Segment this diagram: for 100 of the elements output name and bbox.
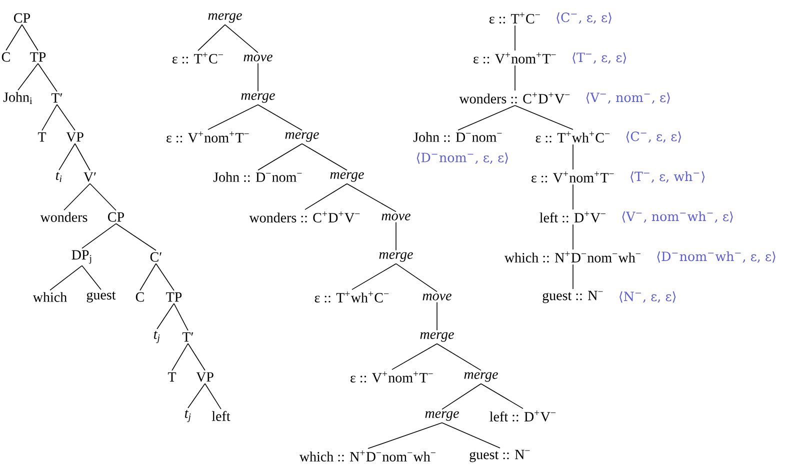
tree-node-label: DP$_{j}$ bbox=[72, 250, 92, 264]
annotation: ⟨C$^{−}$, ε, ε⟩ bbox=[626, 131, 681, 143]
tree-node-label: VP bbox=[66, 132, 84, 142]
tree-node-label: left bbox=[212, 411, 230, 421]
tree-node-label: wonders :: C$^{+}$D$^{+}$V$^{−}$ bbox=[459, 92, 570, 104]
tree-node-label: guest bbox=[86, 292, 116, 302]
tree-node-label: ε :: T$^{+}$C$^{−}$ bbox=[172, 52, 223, 64]
tree-node-label: C bbox=[2, 52, 10, 62]
tree-node-label: ε :: V$^{+}$nom$^{+}$T$^{−}$ bbox=[350, 371, 433, 383]
tree-node-label: VP bbox=[196, 372, 214, 382]
operation-label: merge bbox=[241, 93, 275, 103]
branch-line bbox=[50, 265, 82, 291]
branch-line bbox=[38, 63, 58, 92]
operation-label: merge bbox=[330, 172, 364, 182]
tree-node-label: which :: N$^{+}$D$^{−}$nom$^{−}$wh$^{−}$ bbox=[299, 450, 436, 462]
branch-line bbox=[18, 63, 38, 91]
tree-node-label: which :: N$^{+}$D$^{−}$nom$^{−}$wh$^{−}$ bbox=[504, 251, 640, 262]
branch-line bbox=[368, 422, 442, 449]
branch-line bbox=[514, 25, 516, 51]
operation-label: merge bbox=[285, 132, 319, 142]
trace-label: t$_{i}$ bbox=[56, 172, 62, 182]
branch-line bbox=[258, 143, 302, 171]
operation-label: merge bbox=[420, 332, 454, 342]
tree-node-label: John :: D$^{−}$nom$^{−}$ bbox=[213, 172, 302, 182]
branch-line bbox=[572, 184, 574, 210]
tree-node-label: John$_{i}$ bbox=[3, 92, 32, 104]
tree-node-label: ε :: V$^{+}$nom$^{+}$T$^{−}$ bbox=[532, 171, 614, 183]
branch-line bbox=[56, 104, 76, 131]
trace-label: t$_{j}$ bbox=[184, 410, 191, 422]
tree-node-label: wonders bbox=[40, 212, 88, 222]
tree-node-label: C′ bbox=[150, 252, 162, 262]
branch-line bbox=[204, 383, 222, 410]
tree-node-label: T bbox=[168, 372, 176, 382]
tree-node-label: left :: D$^{+}$V$^{−}$ bbox=[540, 211, 606, 223]
tree-node-label: C bbox=[136, 292, 144, 302]
tree-node-label: TP bbox=[30, 52, 46, 62]
branch-line bbox=[302, 143, 348, 171]
branch-line bbox=[208, 104, 258, 130]
branch-line bbox=[42, 104, 58, 131]
tree-node-label: which bbox=[32, 292, 67, 302]
branch-line bbox=[514, 105, 574, 130]
tree-node-label: guest :: N$^{−}$ bbox=[470, 450, 530, 462]
branch-line bbox=[82, 223, 116, 249]
annotation: ⟨D$^{−}$nom$^{−}$, ε, ε⟩ bbox=[416, 152, 508, 164]
branch-line bbox=[188, 343, 206, 371]
tree-node-label: CP bbox=[108, 212, 124, 222]
operation-label: merge bbox=[464, 372, 498, 382]
branch-line bbox=[258, 104, 302, 131]
branch-line bbox=[392, 343, 438, 370]
branch-line bbox=[346, 183, 396, 212]
branch-line bbox=[58, 143, 76, 170]
tree-node-label: ε :: T$^{+}$C$^{−}$ bbox=[490, 12, 540, 24]
branch-line bbox=[64, 183, 90, 211]
tree-node-label: CP bbox=[14, 13, 30, 23]
branch-line bbox=[458, 105, 516, 131]
annotation: ⟨D$^{−}$nom$^{−}$wh$^{−}$, ε, ε⟩ bbox=[657, 251, 776, 263]
annotation: ⟨N$^{−}$, ε, ε⟩ bbox=[620, 291, 676, 303]
branch-line bbox=[74, 143, 90, 171]
operation-label: move bbox=[422, 294, 452, 300]
branch-line bbox=[116, 223, 156, 251]
branch-line bbox=[174, 303, 188, 331]
branch-line bbox=[442, 383, 482, 410]
annotation: ⟨V$^{−}$, nom$^{−}$, ε⟩ bbox=[586, 92, 670, 104]
operation-label: merge bbox=[208, 13, 242, 23]
branch-line bbox=[224, 24, 258, 54]
operation-label: move bbox=[382, 214, 410, 220]
tree-node-label: T′ bbox=[51, 93, 62, 103]
branch-line bbox=[572, 224, 574, 250]
operation-label: merge bbox=[425, 411, 459, 421]
branch-line bbox=[198, 24, 226, 51]
tree-node-label: wonders :: C$^{+}$D$^{+}$V$^{−}$ bbox=[249, 211, 360, 223]
tree-node-label: T′ bbox=[182, 332, 194, 342]
trace-label: t$_{j}$ bbox=[154, 330, 160, 344]
tree-node-label: ε :: V$^{+}$nom$^{+}$T$^{−}$ bbox=[474, 52, 556, 64]
branch-line bbox=[140, 263, 156, 291]
annotation: ⟨T$^{−}$, ε, ε⟩ bbox=[572, 52, 626, 64]
tree-node-label: ε :: T$^{+}$wh$^{+}$C$^{−}$ bbox=[536, 131, 610, 142]
annotation: ⟨C$^{−}$, ε, ε⟩ bbox=[556, 12, 612, 24]
branch-line bbox=[436, 343, 482, 371]
branch-line bbox=[6, 24, 22, 51]
tree-node-label: T bbox=[38, 132, 46, 142]
branch-line bbox=[352, 263, 396, 290]
branch-line bbox=[572, 264, 574, 290]
branch-line bbox=[442, 422, 500, 448]
tree-node-label: ε :: T$^{+}$wh$^{+}$C$^{−}$ bbox=[314, 291, 389, 302]
tree-node-label: John :: D$^{−}$nom$^{−}$ bbox=[413, 132, 502, 142]
branch-line bbox=[172, 343, 188, 371]
tree-node-label: V′ bbox=[84, 172, 96, 182]
branch-line bbox=[396, 263, 438, 292]
tree-node-label: ε :: V$^{+}$nom$^{+}$T$^{−}$ bbox=[166, 131, 249, 143]
operation-label: move bbox=[244, 54, 272, 62]
branch-line bbox=[22, 24, 38, 51]
annotation: ⟨V$^{−}$, nom$^{−}$wh$^{−}$, ε⟩ bbox=[622, 211, 733, 223]
branch-line bbox=[514, 65, 516, 91]
tree-node-label: TP bbox=[166, 292, 182, 302]
branch-line bbox=[480, 383, 524, 409]
annotation: ⟨T$^{−}$, ε, wh$^{−}$⟩ bbox=[630, 171, 705, 183]
branch-line bbox=[436, 302, 438, 331]
branch-line bbox=[156, 263, 174, 291]
tree-node-label: guest :: N$^{−}$ bbox=[542, 290, 603, 304]
